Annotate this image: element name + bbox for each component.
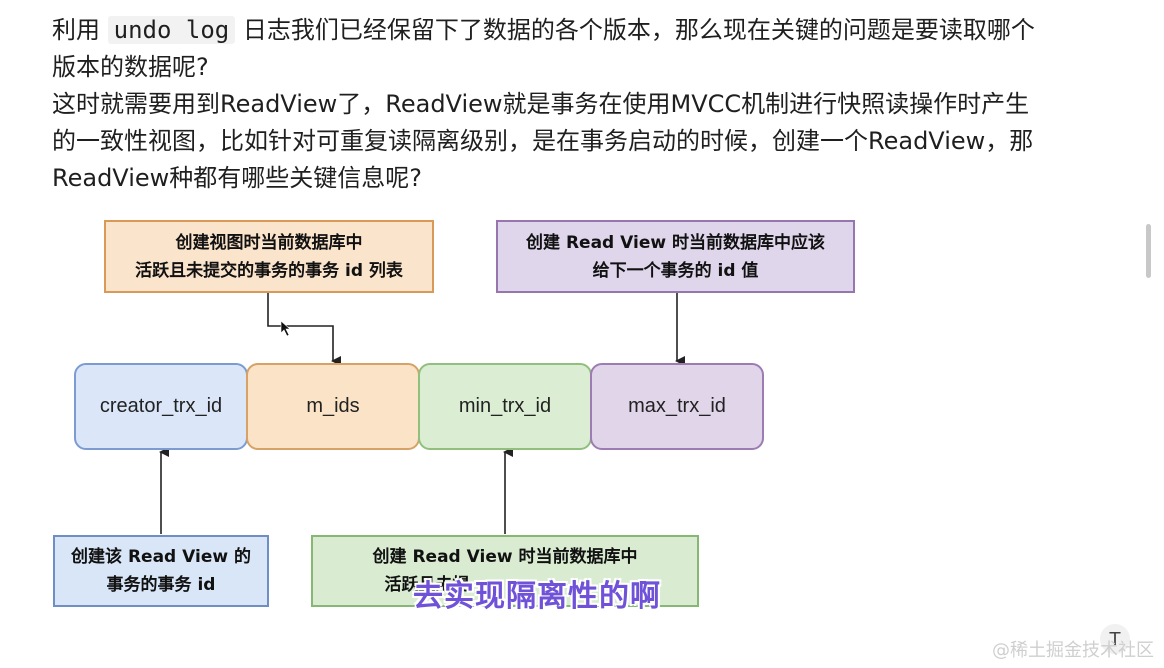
note-creator-line-2: 事务的事务 id bbox=[106, 575, 216, 595]
back-to-top-icon: T bbox=[1109, 628, 1121, 650]
inline-code-undo-log: undo log bbox=[107, 16, 236, 44]
note-max-line-2: 给下一个事务的 id 值 bbox=[592, 260, 759, 281]
field-creator-trx-id: creator_trx_id bbox=[74, 363, 248, 450]
note-max-line-1: 创建 Read View 时当前数据库中应该 bbox=[526, 232, 825, 253]
note-min-trx-id: 创建 Read View 时当前数据库中 活跃且未提 bbox=[311, 535, 699, 607]
paragraph-intro: 利用 undo log 日志我们已经保留下了数据的各个版本，那么现在关键的问题是… bbox=[52, 12, 1052, 86]
note-m-ids-line-1: 创建视图时当前数据库中 bbox=[175, 232, 363, 253]
watermark: @稀土掘金技术社区 bbox=[992, 640, 1154, 661]
field-max-trx-id: max_trx_id bbox=[590, 363, 764, 450]
paragraph-intro-text-2: 日志我们已经保留下了数据的各个版本，那么现在关键的问题是要读取哪个版本的数据呢? bbox=[52, 16, 1035, 81]
note-min-line-1: 创建 Read View 时当前数据库中 bbox=[372, 547, 638, 567]
note-creator-trx-id: 创建该 Read View 的 事务的事务 id bbox=[53, 535, 269, 607]
video-subtitle: 去实现隔离性的啊 bbox=[413, 579, 661, 614]
back-to-top-button[interactable]: T bbox=[1100, 624, 1130, 654]
field-min-trx-id: min_trx_id bbox=[418, 363, 592, 450]
arrow-m-ids bbox=[267, 293, 341, 366]
paragraph-intro-text-1: 利用 bbox=[52, 16, 108, 44]
note-m-ids: 创建视图时当前数据库中 活跃且未提交的事务的事务 id 列表 bbox=[104, 220, 434, 293]
note-max-trx-id: 创建 Read View 时当前数据库中应该 给下一个事务的 id 值 bbox=[496, 220, 855, 293]
cursor-icon bbox=[280, 320, 291, 337]
paragraph-readview: 这时就需要用到ReadView了，ReadView就是事务在使用MVCC机制进行… bbox=[52, 90, 1034, 192]
field-m-ids: m_ids bbox=[246, 363, 420, 450]
note-creator-line-1: 创建该 Read View 的 bbox=[71, 547, 251, 567]
scrollbar-thumb[interactable] bbox=[1146, 224, 1151, 278]
scrollbar-track[interactable] bbox=[1142, 0, 1156, 668]
note-min-line-2: 活跃且未提 bbox=[384, 575, 470, 595]
note-m-ids-line-2: 活跃且未提交的事务的事务 id 列表 bbox=[135, 260, 403, 281]
